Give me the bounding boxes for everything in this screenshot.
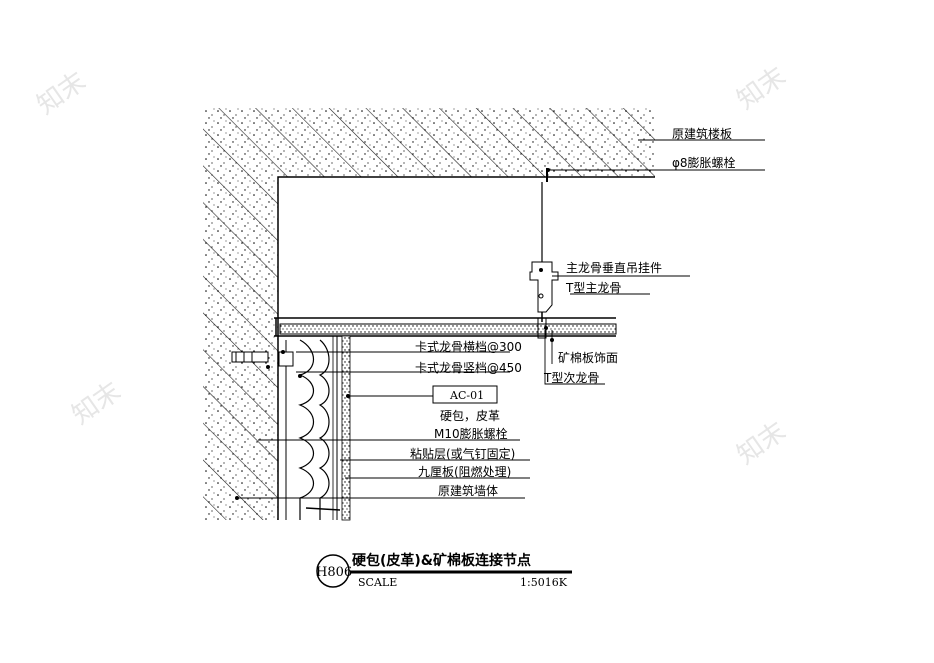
watermark: 知末 bbox=[732, 416, 792, 470]
mineral-wool-ceiling bbox=[274, 317, 617, 339]
label-slab: 原建筑楼板 bbox=[672, 126, 732, 141]
watermark: 知末 bbox=[732, 61, 792, 115]
code-box bbox=[432, 385, 498, 404]
watermark: 知末 bbox=[32, 66, 92, 120]
label-card-h: 卡式龙骨横档@300 bbox=[415, 340, 522, 354]
label-code: AC-01 bbox=[449, 389, 484, 402]
drawing-id: H806 bbox=[316, 565, 352, 580]
leader-dots bbox=[235, 168, 554, 500]
drawing-id-circle bbox=[316, 554, 350, 588]
watermark: 知末 bbox=[67, 376, 127, 430]
label-wall: 原建筑墙体 bbox=[438, 483, 498, 498]
label-hanger: 主龙骨垂直吊挂件 bbox=[566, 261, 662, 275]
scale-value: 1:5016K bbox=[520, 576, 568, 589]
title-block: H806 硬包(皮革)&矿棉板连接节点 SCALE 1:5016K bbox=[316, 552, 572, 589]
label-soft: 硬包，皮革 bbox=[440, 409, 500, 423]
label-card-v: 卡式龙骨竖档@450 bbox=[415, 361, 522, 375]
label-m10: M10膨胀螺栓 bbox=[434, 426, 508, 441]
wall-finish bbox=[231, 335, 351, 521]
label-panel: 矿棉板饰面 bbox=[558, 351, 618, 365]
label-t-main: T型主龙骨 bbox=[565, 281, 621, 295]
annotations: 原建筑楼板 φ8膨胀螺栓 主龙骨垂直吊挂件 T型主龙骨 卡式龙骨横档@300 卡… bbox=[410, 126, 736, 498]
hanger-assembly bbox=[529, 168, 559, 322]
label-glue: 粘贴层(或气钉固定) bbox=[410, 446, 515, 461]
leader-lines bbox=[236, 139, 765, 499]
scale-label: SCALE bbox=[358, 576, 397, 589]
label-t-sub: T型次龙骨 bbox=[543, 371, 599, 385]
label-board: 九厘板(阻燃处理) bbox=[418, 464, 511, 479]
drawing-title: 硬包(皮革)&矿棉板连接节点 bbox=[352, 552, 531, 569]
label-bolt: φ8膨胀螺栓 bbox=[672, 155, 736, 170]
